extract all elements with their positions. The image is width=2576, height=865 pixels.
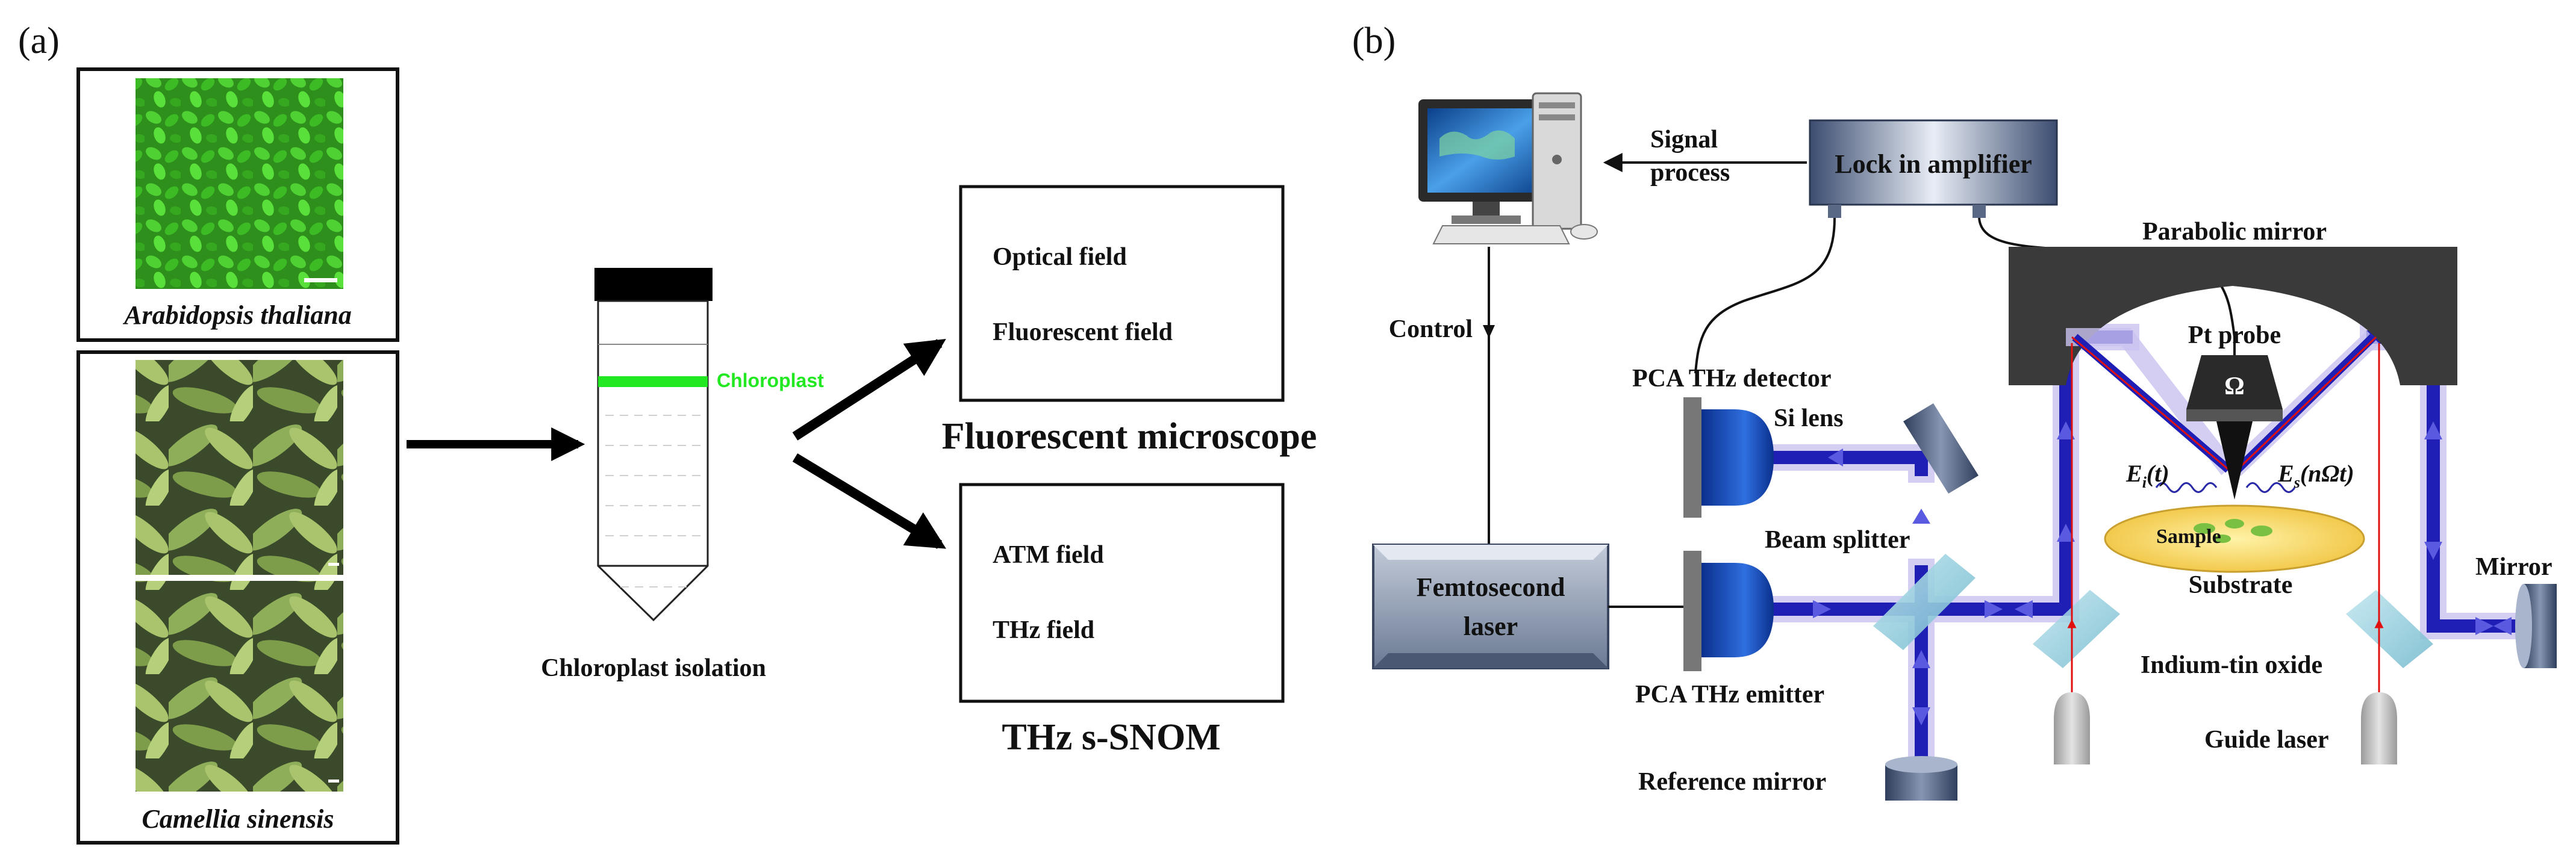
es-wave (2245, 482, 2296, 493)
fluorescent-field-label: Fluorescent field (993, 318, 1173, 346)
scale-bar (328, 563, 339, 566)
omega-label: Ω (2224, 373, 2245, 400)
ito-right (2346, 590, 2433, 668)
chloroplast-sample (2194, 519, 2272, 543)
atm-field-label: ATM field (993, 541, 1104, 569)
emitter-plate (1683, 551, 1701, 671)
lock-in-label: Lock in amplifier (1835, 149, 2032, 179)
es-label: Es(nΩt) (2277, 460, 2354, 491)
arabidopsis-box: Arabidopsis thaliana (76, 67, 399, 342)
arrow-to-snom (792, 453, 946, 549)
beam-splitter-label: Beam splitter (1765, 526, 1910, 554)
camellia-box: Camellia sinensis (76, 350, 399, 845)
emitter-label: PCA THz emitter (1635, 681, 1824, 708)
focus-beams (2066, 328, 2380, 476)
camellia-photo-1 (136, 360, 343, 575)
end-mirror (2515, 584, 2557, 668)
computer-icon (1418, 92, 1598, 244)
substrate-label: Substrate (2189, 571, 2293, 599)
si-lens-label: Si lens (1774, 405, 1844, 432)
reference-mirror-label: Reference mirror (1638, 768, 1826, 796)
pt-probe: Ω (2186, 334, 2283, 500)
ei-wave (2155, 482, 2218, 493)
centrifuge-tube (594, 268, 713, 622)
cable-to-detector (1694, 217, 1836, 374)
pt-probe-label: Pt probe (2188, 321, 2281, 349)
arrow-to-microscope (792, 339, 946, 441)
reference-mirror (1885, 756, 1957, 801)
ito-left (2033, 590, 2120, 668)
laser-label: laser (1464, 612, 1518, 641)
femtosecond-label: Femtosecond (1417, 572, 1565, 602)
camellia-photo-2 (136, 581, 343, 792)
femtosecond-laser: Femtosecond laser (1372, 544, 1609, 669)
process-label: process (1650, 159, 1730, 187)
mirror-label: Mirror (2475, 553, 2552, 581)
detector-plate (1683, 397, 1701, 518)
scale-bar (304, 278, 337, 282)
lock-in-amplifier: Lock in amplifier (1809, 119, 2058, 218)
tube-caption: Chloroplast isolation (541, 654, 766, 682)
fold-mirror (1903, 403, 1979, 494)
thz-snom-caption: THz s-SNOM (1002, 717, 1220, 758)
fluorescent-microscope-caption: Fluorescent microscope (942, 416, 1317, 457)
fluorescent-box: Optical field Fluorescent field (959, 185, 1285, 402)
parabolic-mirror-label: Parabolic mirror (2142, 218, 2327, 246)
optical-field-label: Optical field (993, 243, 1127, 271)
detector-label: PCA THz detector (1632, 365, 1831, 392)
beam-arrows (1813, 421, 2512, 725)
arabidopsis-label: Arabidopsis thaliana (122, 300, 352, 330)
panel-a-label: (a) (18, 20, 60, 61)
camellia-label: Camellia sinensis (142, 804, 334, 834)
control-arrow (1483, 325, 1495, 338)
control-label: Control (1389, 315, 1473, 343)
si-lens-detector (1701, 409, 1774, 506)
ei-label: Ei(t) (2125, 460, 2169, 491)
arabidopsis-photo (136, 78, 343, 289)
scale-bar (328, 780, 339, 783)
panel-b-label: (b) (1352, 20, 1396, 61)
substrate-disk (2104, 504, 2365, 573)
guide-laser-right (2361, 692, 2397, 764)
snom-box: ATM field THz field (959, 483, 1285, 703)
thz-field-label: THz field (993, 616, 1094, 644)
si-lens-emitter (1701, 563, 1774, 657)
guide-laser-label: Guide laser (2204, 726, 2329, 754)
chloroplast-band-label: Chloroplast (717, 370, 824, 391)
guide-laser-left (2054, 692, 2090, 764)
chloroplast-band (598, 376, 708, 387)
sample-label: Sample (2156, 526, 2221, 548)
ito-label: Indium-tin oxide (2141, 651, 2322, 679)
parabolic-mirror (2009, 247, 2457, 385)
beam-splitter (1873, 554, 1976, 650)
signal-label: Signal (1650, 126, 1718, 153)
